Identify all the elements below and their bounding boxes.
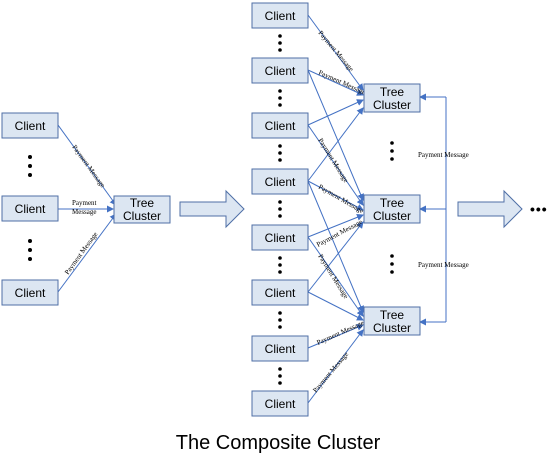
composite-tree-2: Tree Cluster (363, 194, 421, 224)
composite-edge-label-1: Payment Message (316, 29, 355, 73)
composite-client-1-label: Client (265, 9, 296, 23)
left-client-3-label: Client (15, 286, 46, 300)
inter-tree-label-2: Payment Message (418, 261, 469, 269)
left-edge-1 (57, 124, 117, 206)
left-edge-label-1: Payment Message (70, 143, 106, 189)
continuation-dots: ••• (530, 201, 548, 217)
transition-arrow-1 (179, 189, 245, 229)
composite-client-3-label: Client (265, 119, 296, 133)
composite-client-6: Client (251, 279, 309, 306)
left-ellipsis-2 (28, 239, 32, 261)
left-edge-label-2b: Message (72, 208, 97, 216)
left-edge-3 (57, 213, 117, 293)
composite-edge-label-2: Payment Message (317, 69, 367, 97)
left-tree-label-2: Cluster (123, 209, 161, 223)
composite-tree-3-label-1: Tree (380, 308, 405, 322)
composite-edges (307, 14, 364, 404)
composite-client-3: Client (251, 112, 309, 139)
composite-edge-label-7: Payment Message (316, 319, 366, 347)
composite-client-5-label: Client (265, 231, 296, 245)
composite-tree-3-label-2: Cluster (373, 321, 411, 335)
composite-client-5: Client (251, 224, 309, 251)
composite-client-1: Client (251, 2, 309, 29)
composite-client-7-label: Client (265, 342, 296, 356)
composite-edge-label-3: Payment Message (316, 137, 350, 184)
left-edge-label-2a: Payment (72, 199, 97, 207)
composite-edge-label-5: Payment Message (315, 218, 364, 249)
composite-client-6-label: Client (265, 286, 296, 300)
composite-tree-3: Tree Cluster (363, 306, 421, 336)
composite-tree-2-label-1: Tree (380, 196, 405, 210)
left-tree-cluster: Tree Cluster (113, 195, 171, 224)
left-client-1-label: Client (15, 119, 46, 133)
composite-tree-1-label-1: Tree (380, 85, 405, 99)
composite-tree-2-label-2: Cluster (373, 209, 411, 223)
tree-ellipses (390, 141, 394, 274)
inter-tree-label-1: Payment Message (418, 151, 469, 159)
left-edge-label-3: Payment Message (63, 230, 99, 276)
composite-cluster: Payment Message Payment Message Payment … (251, 2, 469, 417)
left-client-1: Client (1, 112, 59, 139)
left-cluster: Payment Message Payment Message Payment … (1, 112, 171, 306)
composite-client-4-label: Client (265, 175, 296, 189)
left-ellipsis-1 (28, 155, 32, 177)
left-client-3: Client (1, 279, 59, 306)
composite-client-8: Client (251, 390, 309, 417)
composite-ellipses (278, 34, 282, 385)
transition-arrow-2 (457, 189, 523, 229)
left-client-2: Client (1, 195, 59, 222)
composite-edge-label-8: Payment Message (311, 350, 350, 394)
composite-tree-1-label-2: Cluster (373, 98, 411, 112)
composite-client-7: Client (251, 335, 309, 362)
composite-tree-1: Tree Cluster (363, 83, 421, 113)
composite-client-2-label: Client (265, 64, 296, 78)
composite-client-2: Client (251, 57, 309, 84)
diagram-caption: The Composite Cluster (176, 432, 381, 454)
left-client-2-label: Client (15, 202, 46, 216)
composite-client-8-label: Client (265, 397, 296, 411)
inter-tree-links (419, 93, 447, 326)
left-tree-label-1: Tree (130, 196, 155, 210)
composite-client-4: Client (251, 168, 309, 195)
